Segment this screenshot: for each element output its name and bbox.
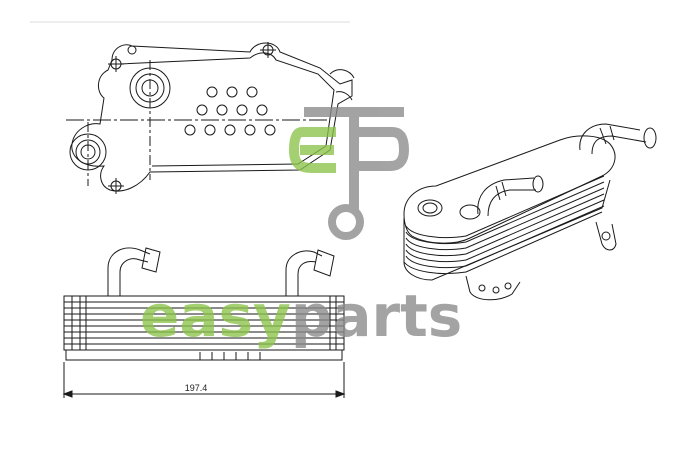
iso-rear-pipe	[579, 123, 647, 155]
iso-fin-stack	[403, 175, 611, 281]
top-view	[30, 21, 355, 194]
watermark-word-easy: easy	[140, 282, 291, 350]
top-view-centerline-v	[87, 60, 151, 186]
top-view-plate-outline	[71, 42, 353, 192]
side-view-base-plate	[65, 349, 343, 361]
iso-top-pipe-end	[532, 175, 544, 193]
iso-base-hole-1	[478, 284, 486, 292]
watermark-logo	[288, 107, 410, 240]
top-view-hole-pattern	[184, 86, 276, 136]
side-view-pipe-right-flange	[313, 249, 335, 277]
iso-rear-pipe-collar	[599, 125, 615, 145]
iso-port-left-inner	[422, 202, 438, 214]
iso-base-tab-right	[595, 221, 617, 251]
dimension-extension-lines	[63, 362, 345, 398]
watermark-logo-ring	[328, 204, 364, 240]
top-view-outlet-stub	[329, 69, 355, 101]
iso-base-hole-2	[492, 286, 500, 294]
side-view-pipe-left-flange	[141, 247, 161, 273]
iso-rear-pipe-end	[643, 127, 657, 149]
iso-port-left	[417, 199, 443, 217]
dimension-label: 197.4	[185, 383, 208, 393]
side-view-base-ticks	[199, 352, 261, 360]
side-view-pipe-left	[107, 247, 151, 296]
dimension-arrow-right	[335, 390, 346, 398]
side-view-fin-stack	[63, 295, 345, 351]
iso-top-pipe	[477, 177, 536, 217]
iso-port-center	[459, 204, 481, 220]
watermark-logo-e-mark	[288, 127, 336, 173]
top-view-bolt-holes	[108, 42, 276, 194]
iso-top-plate	[403, 135, 616, 244]
iso-base-tab-front	[465, 275, 521, 301]
iso-base-hole-3	[504, 282, 512, 290]
watermark-word: easyparts	[140, 282, 462, 350]
watermark-word-parts: parts	[291, 282, 463, 350]
iso-top-pipe-collar	[495, 181, 507, 201]
isometric-view	[403, 123, 657, 301]
watermark-logo-p-mark	[304, 107, 410, 210]
iso-base-hole-4	[601, 231, 611, 241]
side-view-pipe-right	[285, 250, 323, 296]
side-view	[62, 247, 346, 398]
dimension-arrow-left	[62, 390, 73, 398]
